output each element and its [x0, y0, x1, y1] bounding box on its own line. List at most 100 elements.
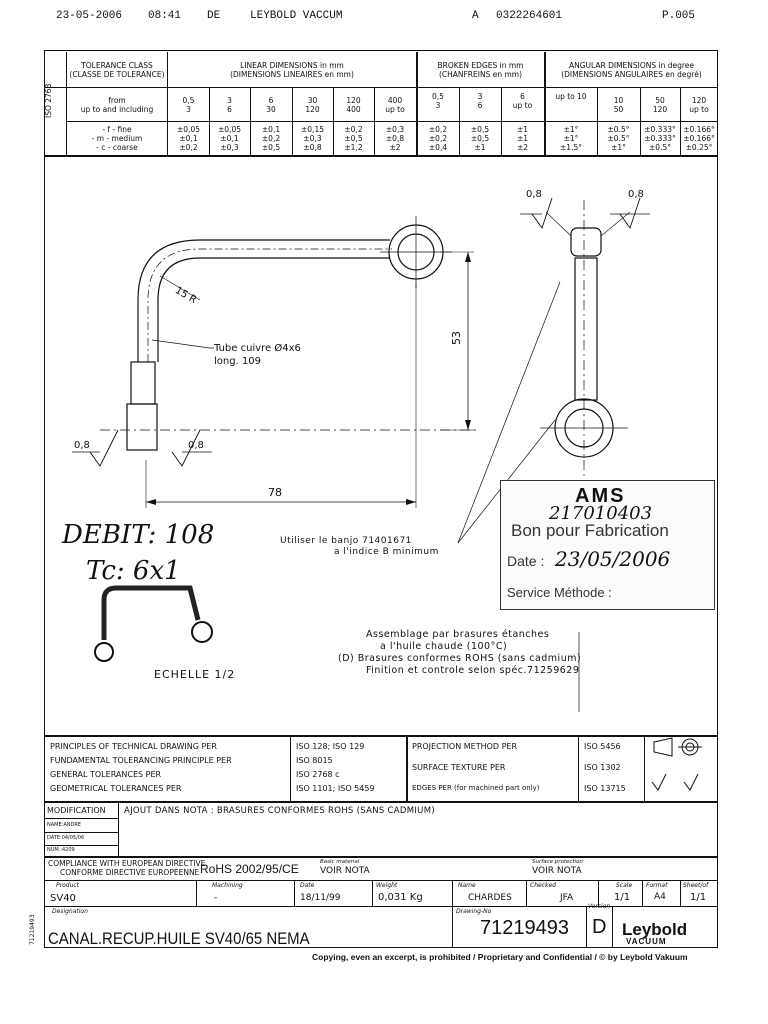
- table-cell: ±0,3: [303, 134, 322, 143]
- sheet-label: Sheet/of: [683, 882, 709, 889]
- handwritten-debit: DEBIT: 108: [62, 520, 215, 550]
- tube-sleeve: [130, 361, 156, 405]
- stamp-reference: 217010403: [549, 503, 653, 524]
- product-label: Product: [56, 882, 80, 889]
- angular-range-to: 50: [613, 105, 624, 114]
- basic-material-label: Basic material: [320, 859, 360, 865]
- directive-en: COMPLIANCE WITH EUROPEAN DIRECTIVE: [48, 859, 206, 868]
- standard-label: GENERAL TOLERANCES PER: [50, 770, 162, 779]
- standard-label: GEOMETRICAL TOLERANCES PER: [50, 784, 182, 793]
- linear-range-to: 120: [305, 105, 320, 114]
- projection-symbol-icon: [651, 737, 702, 791]
- linear-range-from: 400: [387, 96, 403, 105]
- drawing-sheet: [44, 50, 718, 948]
- table-cell: ±0,1: [261, 125, 281, 134]
- assembly-note: Finition et controle selon spéc.71259629: [366, 665, 580, 676]
- stamp-service-label: Service Méthode :: [507, 585, 612, 600]
- format-value: A4: [654, 892, 666, 902]
- standard-value: ISO 5456: [584, 742, 621, 751]
- directive-fr: CONFORME DIRECTIVE EUROPEENNE: [60, 868, 200, 877]
- angular-range-from: up to 10: [555, 92, 587, 101]
- surface-protection-label: Surface protection: [532, 859, 583, 865]
- banjo-note-line: Utiliser le banjo 71401671: [280, 536, 412, 546]
- assembly-note: Assemblage par brasures étanches: [366, 629, 550, 640]
- table-cell: ±0,2: [344, 125, 363, 134]
- format-label: Format: [646, 882, 668, 889]
- table-cell: ±2: [516, 143, 529, 152]
- basic-material: VOIR NOTA: [320, 866, 370, 876]
- stamp-status: Bon pour Fabrication: [511, 521, 669, 540]
- table-cell: ±1°: [563, 134, 579, 143]
- sheet-value: 1/1: [690, 892, 707, 903]
- side-margin-number: 71219493: [29, 914, 36, 945]
- table-cell: ±0,2: [179, 143, 198, 152]
- table-cell: ±1°: [563, 125, 579, 134]
- checked-label: Checked: [530, 882, 556, 889]
- linear-range-from: 30: [307, 96, 318, 105]
- row-label-fine: - f - fine: [102, 125, 132, 134]
- checked-value: JFA: [560, 893, 574, 903]
- name-label: Name: [458, 882, 476, 889]
- tube-centerline: [147, 248, 392, 362]
- weight-label: Weight: [376, 882, 398, 889]
- leybold-logo-sub: VACUUM: [626, 937, 667, 946]
- designation-value: CANAL.RECUP.HUILE SV40/65 NEMA: [48, 929, 310, 948]
- table-cell: ±0,8: [385, 134, 405, 143]
- table-cell: ±0,1: [179, 134, 198, 143]
- angular-range-from: 10: [613, 96, 624, 105]
- row-label-coarse: - c - coarse: [96, 143, 138, 152]
- scale-label: Scale: [616, 882, 633, 889]
- table-cell: ±1: [516, 134, 529, 143]
- broken-range-from: 6: [520, 92, 525, 101]
- table-cell: ±0,5: [470, 134, 490, 143]
- broken-range-to: up to: [512, 101, 533, 110]
- dimension-height: 53: [450, 331, 463, 345]
- linear-range-from: 0,5: [182, 96, 195, 105]
- stamp-date-label: Date :: [507, 553, 545, 569]
- standard-label: PROJECTION METHOD PER: [412, 742, 518, 751]
- fax-time: 08:41: [148, 10, 182, 22]
- table-cell: ±0,2: [428, 134, 448, 143]
- table-cell: ±0.333°: [644, 125, 676, 134]
- table-cell: ±0.5°: [607, 125, 630, 134]
- designation-label: Designation: [52, 908, 88, 915]
- table-cell: ±0.5°: [607, 134, 630, 143]
- date-label: Date: [300, 882, 315, 889]
- assembly-note: (D) Brasures conformes ROHS (sans cadmiu…: [338, 653, 582, 664]
- standard-label: SURFACE TEXTURE PER: [412, 763, 506, 772]
- fax-number: 0322264601: [496, 10, 563, 22]
- broken-range-to: 3: [435, 101, 441, 110]
- row-label-medium: - m - medium: [91, 134, 143, 143]
- tube-note-line: Tube cuivre Ø4x6: [214, 343, 301, 354]
- angular-title: ANGULAR DIMENSIONS in degree: [568, 61, 695, 70]
- name-value: CHARDES: [468, 893, 512, 903]
- rohs-directive: RoHS 2002/95/CE: [200, 862, 299, 876]
- table-cell: ±0,2: [428, 125, 448, 134]
- angular-subtitle: (DIMENSIONS ANGULAIRES en degré): [561, 70, 702, 79]
- linear-title: LINEAR DIMENSIONS in mm: [240, 61, 344, 70]
- table-cell: ±0.25°: [685, 143, 713, 152]
- version-label: Version: [588, 903, 611, 910]
- table-cell: ±0,5: [261, 143, 281, 152]
- version-value: D: [592, 916, 607, 938]
- table-cell: ±1°: [611, 143, 626, 152]
- roughness-value: 0,8: [74, 440, 90, 451]
- roughness-value: 0,8: [526, 189, 542, 200]
- product-value: SV40: [50, 893, 76, 904]
- fax-date: 23-05-2006: [56, 10, 123, 22]
- standard-value: ISO 8015: [296, 756, 333, 765]
- linear-range-to: 30: [266, 105, 276, 114]
- table-cell: ±0,3: [385, 125, 405, 134]
- fax-lang: DE: [207, 10, 221, 22]
- banjo-note-line: a l'indice B minimum: [334, 547, 439, 557]
- table-cell: ±0,05: [218, 125, 241, 134]
- stamp-company: AMS: [575, 485, 626, 507]
- table-cell: ±0,3: [220, 143, 239, 152]
- copyright-notice: Copying, even an excerpt, is prohibited …: [312, 952, 688, 962]
- stamp-date-value: 23/05/2006: [555, 547, 671, 571]
- standard-label: FUNDAMENTAL TOLERANCING PRINCIPLE PER: [50, 756, 232, 765]
- modification-sub-row: DATE:04/05/06: [47, 835, 85, 841]
- table-cell: ±0,8: [303, 143, 322, 152]
- table-cell: ±1: [516, 125, 529, 134]
